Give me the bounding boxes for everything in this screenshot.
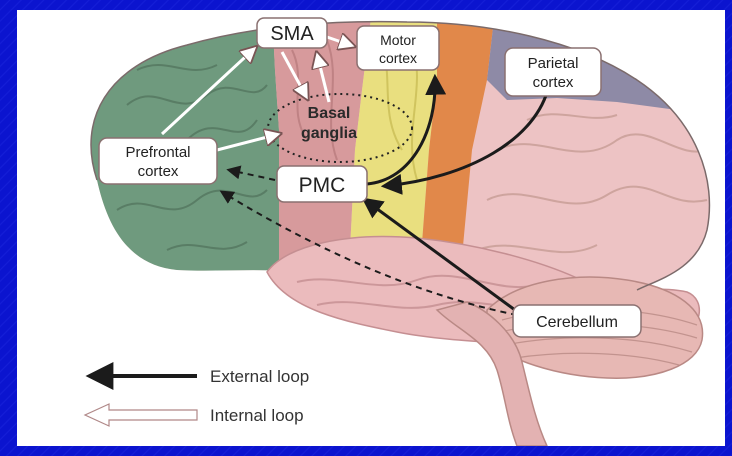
legend-internal-arrow-icon bbox=[85, 404, 197, 426]
label-motor-cortex: Motor cortex bbox=[357, 26, 439, 70]
legend: External loop Internal loop bbox=[85, 367, 309, 426]
label-prefrontal-cortex-line2: cortex bbox=[138, 163, 179, 180]
legend-internal-loop: Internal loop bbox=[85, 404, 304, 426]
legend-external-loop-label: External loop bbox=[210, 367, 309, 386]
label-prefrontal-cortex: Prefrontal cortex bbox=[99, 138, 217, 184]
diagram-panel: SMA Motor cortex Parietal cortex Basal g… bbox=[17, 10, 725, 446]
label-basal-ganglia-line1: Basal bbox=[308, 105, 351, 122]
label-sma: SMA bbox=[257, 18, 327, 48]
label-motor-cortex-line1: Motor bbox=[380, 32, 416, 48]
legend-external-loop: External loop bbox=[91, 367, 309, 386]
brain-diagram: SMA Motor cortex Parietal cortex Basal g… bbox=[17, 10, 725, 446]
label-pmc-text: PMC bbox=[299, 174, 346, 197]
legend-internal-loop-label: Internal loop bbox=[210, 406, 304, 425]
label-parietal-cortex-line1: Parietal bbox=[528, 55, 579, 72]
label-parietal-cortex: Parietal cortex bbox=[505, 48, 601, 96]
label-sma-text: SMA bbox=[270, 23, 314, 45]
label-cerebellum-text: Cerebellum bbox=[536, 314, 618, 331]
label-parietal-cortex-line2: cortex bbox=[533, 74, 574, 91]
label-pmc: PMC bbox=[277, 166, 367, 202]
label-motor-cortex-line2: cortex bbox=[379, 50, 417, 66]
label-basal-ganglia-line2: ganglia bbox=[301, 125, 357, 142]
label-prefrontal-cortex-line1: Prefrontal bbox=[125, 144, 190, 161]
label-cerebellum: Cerebellum bbox=[513, 305, 641, 337]
